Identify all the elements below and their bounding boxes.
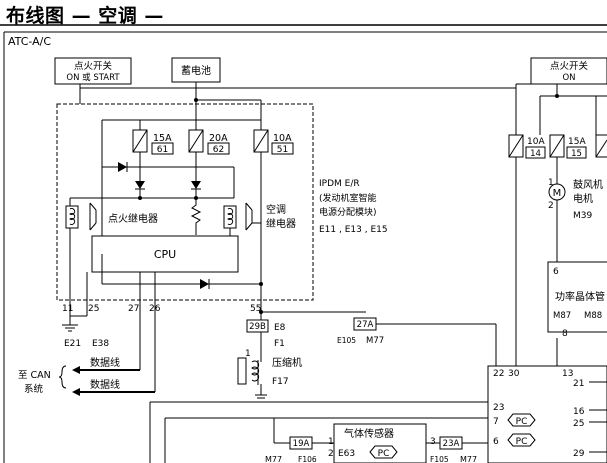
svg-text:30: 30 bbox=[508, 369, 520, 379]
ignition-relay-coil bbox=[65, 198, 97, 246]
svg-text:M39: M39 bbox=[573, 211, 592, 221]
svg-text:E21: E21 bbox=[64, 339, 81, 349]
svg-text:6: 6 bbox=[493, 437, 499, 447]
svg-text:29: 29 bbox=[573, 449, 585, 459]
svg-text:23A: 23A bbox=[443, 439, 460, 449]
fuse-61 bbox=[132, 129, 148, 153]
svg-text:1: 1 bbox=[548, 178, 554, 188]
svg-text:点火开关: 点火开关 bbox=[74, 60, 113, 72]
svg-text:1: 1 bbox=[245, 349, 251, 359]
svg-text:电机: 电机 bbox=[573, 192, 593, 205]
svg-text:E63: E63 bbox=[338, 449, 355, 459]
battery-box bbox=[171, 57, 221, 83]
svg-text:PC: PC bbox=[516, 437, 528, 447]
svg-text:蓄电池: 蓄电池 bbox=[181, 64, 211, 77]
svg-text:27A: 27A bbox=[357, 320, 374, 330]
system-code: ATC-A/C bbox=[8, 35, 51, 48]
svg-text:F106: F106 bbox=[298, 455, 317, 463]
svg-text:27: 27 bbox=[128, 304, 139, 314]
svg-text:鼓风机: 鼓风机 bbox=[573, 178, 603, 191]
svg-text:(发动机室智能: (发动机室智能 bbox=[319, 192, 377, 204]
power-transistor-box bbox=[547, 261, 607, 333]
svg-text:ON: ON bbox=[562, 73, 575, 83]
svg-text:CPU: CPU bbox=[154, 248, 176, 261]
ac-relay-coil bbox=[223, 202, 261, 236]
control-unit-box bbox=[487, 365, 607, 463]
svg-text:11: 11 bbox=[62, 304, 73, 314]
svg-text:23: 23 bbox=[493, 403, 504, 413]
svg-text:空调: 空调 bbox=[266, 203, 286, 216]
svg-text:10A: 10A bbox=[273, 133, 292, 144]
svg-text:F17: F17 bbox=[272, 377, 289, 387]
fuse-14 bbox=[508, 134, 524, 158]
svg-text:55: 55 bbox=[250, 304, 261, 314]
ignition-relay-label: 点火继电器 bbox=[108, 212, 158, 225]
ipdm-connectors: E11 , E13 , E15 bbox=[319, 225, 388, 235]
cpu-box bbox=[91, 235, 239, 273]
svg-text:20A: 20A bbox=[209, 133, 228, 144]
svg-text:系统: 系统 bbox=[24, 383, 44, 395]
svg-text:IPDM E/R: IPDM E/R bbox=[319, 179, 360, 189]
svg-text:15: 15 bbox=[571, 149, 582, 159]
svg-text:15A: 15A bbox=[568, 137, 586, 147]
page-title: 布线图 — 空调 — bbox=[6, 5, 164, 27]
resistor-icon bbox=[190, 198, 202, 235]
svg-text:2: 2 bbox=[328, 449, 334, 459]
svg-text:14: 14 bbox=[530, 149, 541, 159]
compressor-clutch-icon bbox=[237, 357, 267, 399]
svg-text:16: 16 bbox=[573, 407, 585, 417]
pc-tag-3: PC bbox=[369, 445, 398, 459]
fuse-15 bbox=[549, 134, 565, 158]
svg-text:62: 62 bbox=[213, 145, 224, 155]
svg-text:3: 3 bbox=[430, 437, 436, 447]
ignition-switch-box-left bbox=[54, 57, 132, 85]
svg-text:电源分配模块): 电源分配模块) bbox=[319, 206, 377, 218]
svg-text:功率晶体管: 功率晶体管 bbox=[555, 290, 605, 303]
pc-tag-2: PC bbox=[507, 433, 536, 447]
svg-text:61: 61 bbox=[157, 145, 168, 155]
svg-text:M88: M88 bbox=[584, 311, 602, 321]
svg-text:M: M bbox=[553, 188, 562, 199]
svg-text:数据线: 数据线 bbox=[90, 378, 120, 391]
svg-text:29B: 29B bbox=[249, 322, 266, 332]
svg-text:25: 25 bbox=[88, 304, 99, 314]
svg-text:7: 7 bbox=[493, 417, 499, 427]
svg-text:2: 2 bbox=[548, 201, 554, 211]
svg-text:15A: 15A bbox=[153, 133, 172, 144]
svg-text:数据线: 数据线 bbox=[90, 356, 120, 369]
svg-text:21: 21 bbox=[573, 379, 584, 389]
svg-text:PC: PC bbox=[516, 417, 528, 427]
svg-text:压缩机: 压缩机 bbox=[272, 356, 302, 369]
svg-text:6: 6 bbox=[553, 267, 559, 277]
svg-text:10A: 10A bbox=[527, 137, 545, 147]
pc-tag-1: PC bbox=[507, 413, 536, 427]
svg-text:25: 25 bbox=[573, 419, 584, 429]
svg-text:至 CAN: 至 CAN bbox=[18, 370, 51, 381]
svg-text:ON 或 START: ON 或 START bbox=[66, 72, 120, 83]
svg-text:F105: F105 bbox=[430, 455, 449, 463]
svg-text:点火开关: 点火开关 bbox=[550, 60, 589, 72]
svg-text:19A: 19A bbox=[293, 439, 310, 449]
svg-text:气体传感器: 气体传感器 bbox=[344, 427, 394, 440]
svg-text:F1: F1 bbox=[274, 339, 285, 349]
svg-text:M77: M77 bbox=[265, 455, 282, 463]
svg-text:E38: E38 bbox=[92, 339, 109, 349]
svg-text:E8: E8 bbox=[274, 323, 286, 333]
svg-text:8: 8 bbox=[562, 329, 568, 339]
svg-text:M87: M87 bbox=[553, 311, 571, 321]
svg-text:继电器: 继电器 bbox=[266, 217, 296, 230]
svg-text:PC: PC bbox=[378, 449, 390, 459]
fuse-62 bbox=[188, 129, 204, 153]
svg-text:M77: M77 bbox=[366, 336, 384, 346]
ipdm-box bbox=[56, 103, 314, 301]
svg-text:M77: M77 bbox=[460, 455, 477, 463]
ignition-switch-box-right bbox=[530, 57, 607, 85]
svg-text:E105: E105 bbox=[337, 336, 356, 345]
svg-text:51: 51 bbox=[277, 145, 288, 155]
svg-text:1: 1 bbox=[328, 437, 334, 447]
svg-text:13: 13 bbox=[562, 369, 573, 379]
svg-text:22: 22 bbox=[493, 369, 504, 379]
fuse-51 bbox=[253, 129, 269, 153]
